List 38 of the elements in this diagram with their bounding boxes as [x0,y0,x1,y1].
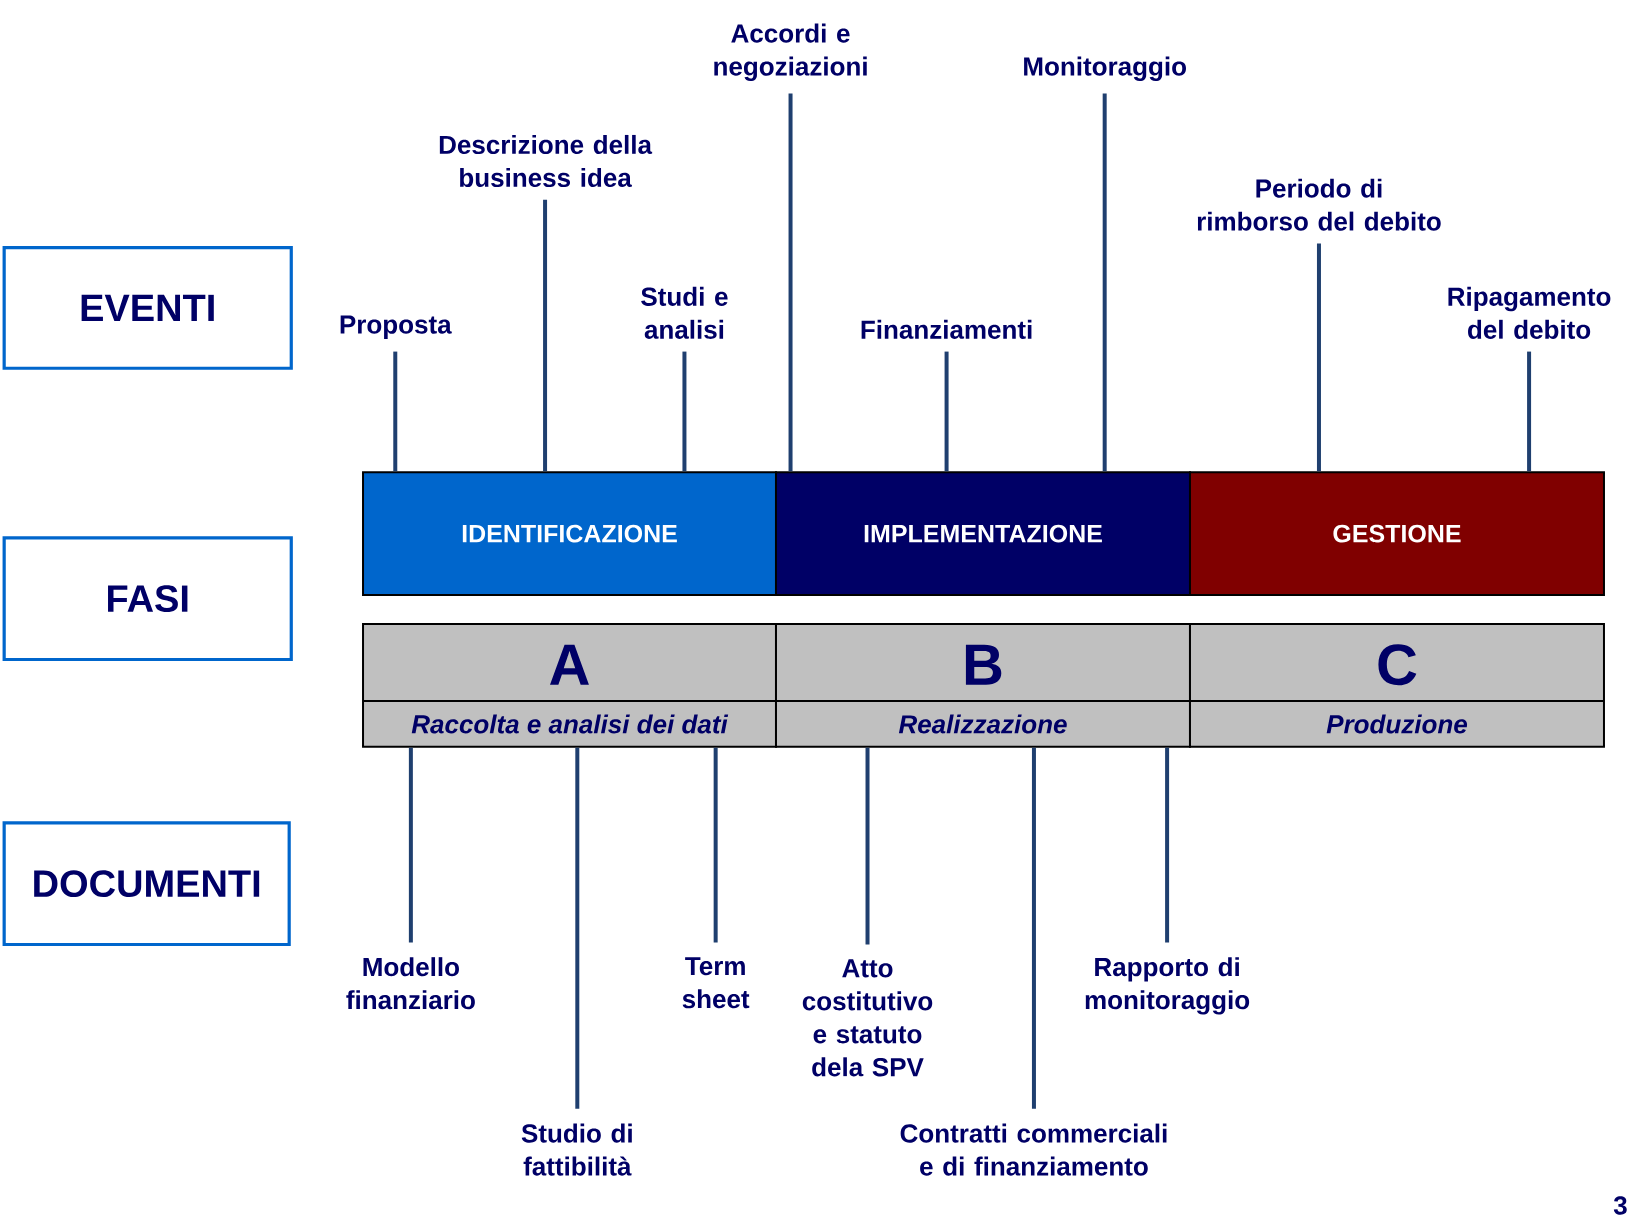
document-label: Studio di fattibilità [521,1123,632,1176]
leader-line [1102,93,1107,472]
event-label: Descrizione della business idea [439,134,653,187]
leader-line [788,93,793,472]
document-label: Rapporto di monitoraggio [1085,957,1250,1015]
phase-box: IDENTIFICAZIONE [362,471,777,596]
leader-line [1031,747,1036,1109]
leader-line [1527,351,1532,472]
phase-letter-cell: C Produzione [1189,623,1605,748]
phase-box: GESTIONE [1189,471,1605,596]
phase-box: IMPLEMENTAZIONE [775,471,1191,596]
leader-line [1316,243,1321,472]
event-label: Ripagamento del debito [1448,286,1611,339]
phase-letter-cell: A Raccolta e analisi dei dati [362,623,777,748]
leader-line [543,199,548,472]
leader-line [575,747,580,1109]
row-label-box: EVENTI [2,245,293,370]
row-label-box: DOCUMENTI [2,821,291,947]
page-number: 3 [1613,1196,1627,1215]
document-label: Modello finanziario [346,957,475,1010]
row-label-box: FASI [2,536,293,662]
event-label: Periodo di rimborso del debito [1197,178,1441,231]
leader-line [713,747,718,943]
leader-line [1165,747,1170,943]
event-label: Monitoraggio [1024,56,1186,81]
leader-line [682,351,687,472]
event-label: Proposta [340,315,452,339]
event-label: Studi e analisi [641,286,728,339]
event-label: Finanziamenti [861,319,1032,339]
event-label: Accordi e negoziazioni [714,23,867,81]
document-label: Contratti commerciali e di finanziamento [900,1123,1167,1176]
phase-letter-cell: B Realizzazione [775,623,1191,748]
leader-line [944,351,949,472]
leader-line [408,747,413,943]
leader-line [865,747,870,945]
document-label: Atto costitutivo e statuto dela SPV [802,959,933,1077]
document-label: Term sheet [682,957,750,1009]
leader-line [393,351,398,472]
